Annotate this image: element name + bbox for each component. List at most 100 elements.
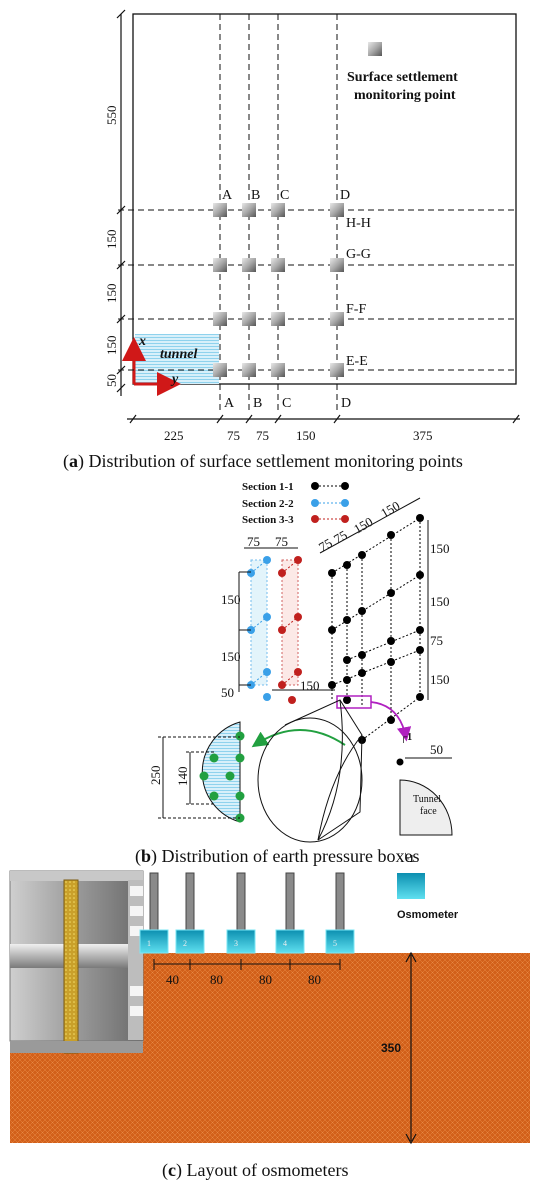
monitoring-point	[242, 312, 256, 326]
hdim-225: 225	[164, 428, 184, 443]
monitoring-point	[271, 258, 285, 272]
column-label-bottom-d: D	[341, 396, 351, 411]
monitoring-point	[271, 312, 285, 326]
detail-label-face: face	[420, 806, 437, 817]
vdim-150-1: 150	[104, 230, 119, 250]
monitoring-point	[213, 312, 227, 326]
spacing-dim-40: 40	[166, 972, 179, 987]
detail-section: 50 ┌1 └1 Tunnel face	[396, 732, 453, 865]
magnify-arrow	[370, 701, 412, 742]
legend-line-1: Surface settlement	[347, 70, 458, 85]
site-plan-border	[132, 13, 517, 385]
right-dimensions	[319, 497, 429, 700]
vdim-150-2: 150	[104, 284, 119, 304]
legend-osmometer-label: Osmometer	[397, 909, 459, 921]
right-side-dim-150-1: 150	[430, 541, 450, 556]
sections-2-3-grid	[247, 556, 302, 704]
vdim-150-3: 150	[104, 336, 119, 356]
column-label-bottom-c: C	[282, 396, 291, 411]
caption-a-letter: a	[69, 451, 78, 471]
face-dim-140: 140	[175, 767, 190, 787]
caption-a-text: Distribution of surface settlement monit…	[89, 451, 463, 471]
monitoring-point	[271, 363, 285, 377]
detail-dim-50: 50	[430, 742, 443, 757]
spacing-dim-80-1: 80	[210, 972, 223, 987]
osmometer-5-id: 5	[333, 939, 337, 948]
detail-label-tunnel: Tunnel	[413, 794, 441, 805]
earth-pressure-boxes	[199, 731, 245, 823]
bottom-dim-150: 150	[300, 678, 320, 693]
left-top-dim-75-2: 75	[275, 534, 288, 549]
vertical-dimension-line	[116, 9, 126, 396]
projection-arrow	[251, 729, 346, 748]
right-side-dim-150-2: 150	[430, 594, 450, 609]
right-top-dim-75-2: 75	[331, 527, 350, 546]
row-lines	[118, 209, 516, 371]
column-label-top-a: A	[222, 188, 233, 203]
column-label-bottom-b: B	[253, 396, 262, 411]
section-mark-top: ┌1	[400, 732, 412, 743]
caption-c-text: Layout of osmometers	[187, 1160, 349, 1180]
legend-monitoring-point-icon	[368, 42, 382, 56]
row-label-e: E-E	[346, 354, 368, 369]
face-dim-250: 250	[148, 766, 163, 786]
left-side-dim-150-1: 150	[221, 592, 241, 607]
face-dimensions	[158, 736, 240, 819]
panel-c: 1 2 3 4 5 Osmometer 40 80	[9, 870, 530, 1181]
hdim-75-2: 75	[256, 428, 269, 443]
osmometer-4-id: 4	[283, 939, 287, 948]
legend-section-1-1: Section 1-1	[242, 481, 294, 493]
row-label-f: F-F	[346, 302, 366, 317]
monitoring-point	[330, 258, 344, 272]
left-side-dim-150-2: 150	[221, 649, 241, 664]
legend-line-2: monitoring point	[354, 88, 456, 103]
left-side-dim-50: 50	[221, 685, 234, 700]
column-label-top-c: C	[280, 188, 289, 203]
monitoring-point	[330, 363, 344, 377]
left-dimensions	[238, 547, 335, 692]
vdim-50: 50	[104, 374, 119, 387]
right-top-dim-150-1: 150	[351, 514, 375, 537]
panel-a: tunnel x y A B C D A B C D H-H G-G	[63, 9, 520, 472]
tunnel-3d-drawing	[257, 699, 363, 843]
depth-dim-350: 350	[381, 1041, 401, 1055]
spacing-dim-80-3: 80	[308, 972, 321, 987]
osmometer-2-id: 2	[183, 939, 187, 948]
monitoring-point	[213, 258, 227, 272]
section-mark-bottom: └1	[402, 852, 414, 865]
hdim-375: 375	[413, 428, 433, 443]
section-1-1-grid	[328, 514, 424, 744]
column-lines	[219, 14, 338, 410]
column-label-top-b: B	[251, 188, 260, 203]
shield-machine	[9, 870, 144, 1054]
row-label-h: H-H	[346, 216, 371, 231]
spacing-dimensions	[153, 959, 341, 970]
hdim-75-1: 75	[227, 428, 240, 443]
highlight-box	[336, 695, 372, 709]
column-label-top-d: D	[340, 188, 350, 203]
right-side-dim-150-3: 150	[430, 672, 450, 687]
x-axis-label: x	[138, 334, 146, 349]
monitoring-point	[330, 203, 344, 217]
spacing-dim-80-2: 80	[259, 972, 272, 987]
osmometer-3-id: 3	[234, 939, 238, 948]
left-top-dim-75-1: 75	[247, 534, 260, 549]
hdim-150: 150	[296, 428, 316, 443]
legend-section-2-2: Section 2-2	[242, 498, 294, 510]
monitoring-point	[271, 203, 285, 217]
caption-b-text: Distribution of earth pressure boxes	[162, 846, 420, 866]
monitoring-point	[242, 203, 256, 217]
monitoring-point	[213, 203, 227, 217]
column-label-bottom-a: A	[224, 396, 235, 411]
caption-c-letter: c	[168, 1160, 176, 1180]
caption-a: (a) Distribution of surface settlement m…	[63, 451, 463, 472]
caption-c: (c) Layout of osmometers	[162, 1160, 348, 1181]
legend-osmometer-icon	[397, 873, 425, 899]
caption-b-letter: b	[141, 846, 151, 866]
monitoring-point	[242, 363, 256, 377]
right-side-dim-75: 75	[430, 633, 443, 648]
tunnel-label: tunnel	[160, 347, 197, 362]
caption-b: (b) Distribution of earth pressure boxes	[135, 846, 419, 867]
monitoring-point	[213, 363, 227, 377]
